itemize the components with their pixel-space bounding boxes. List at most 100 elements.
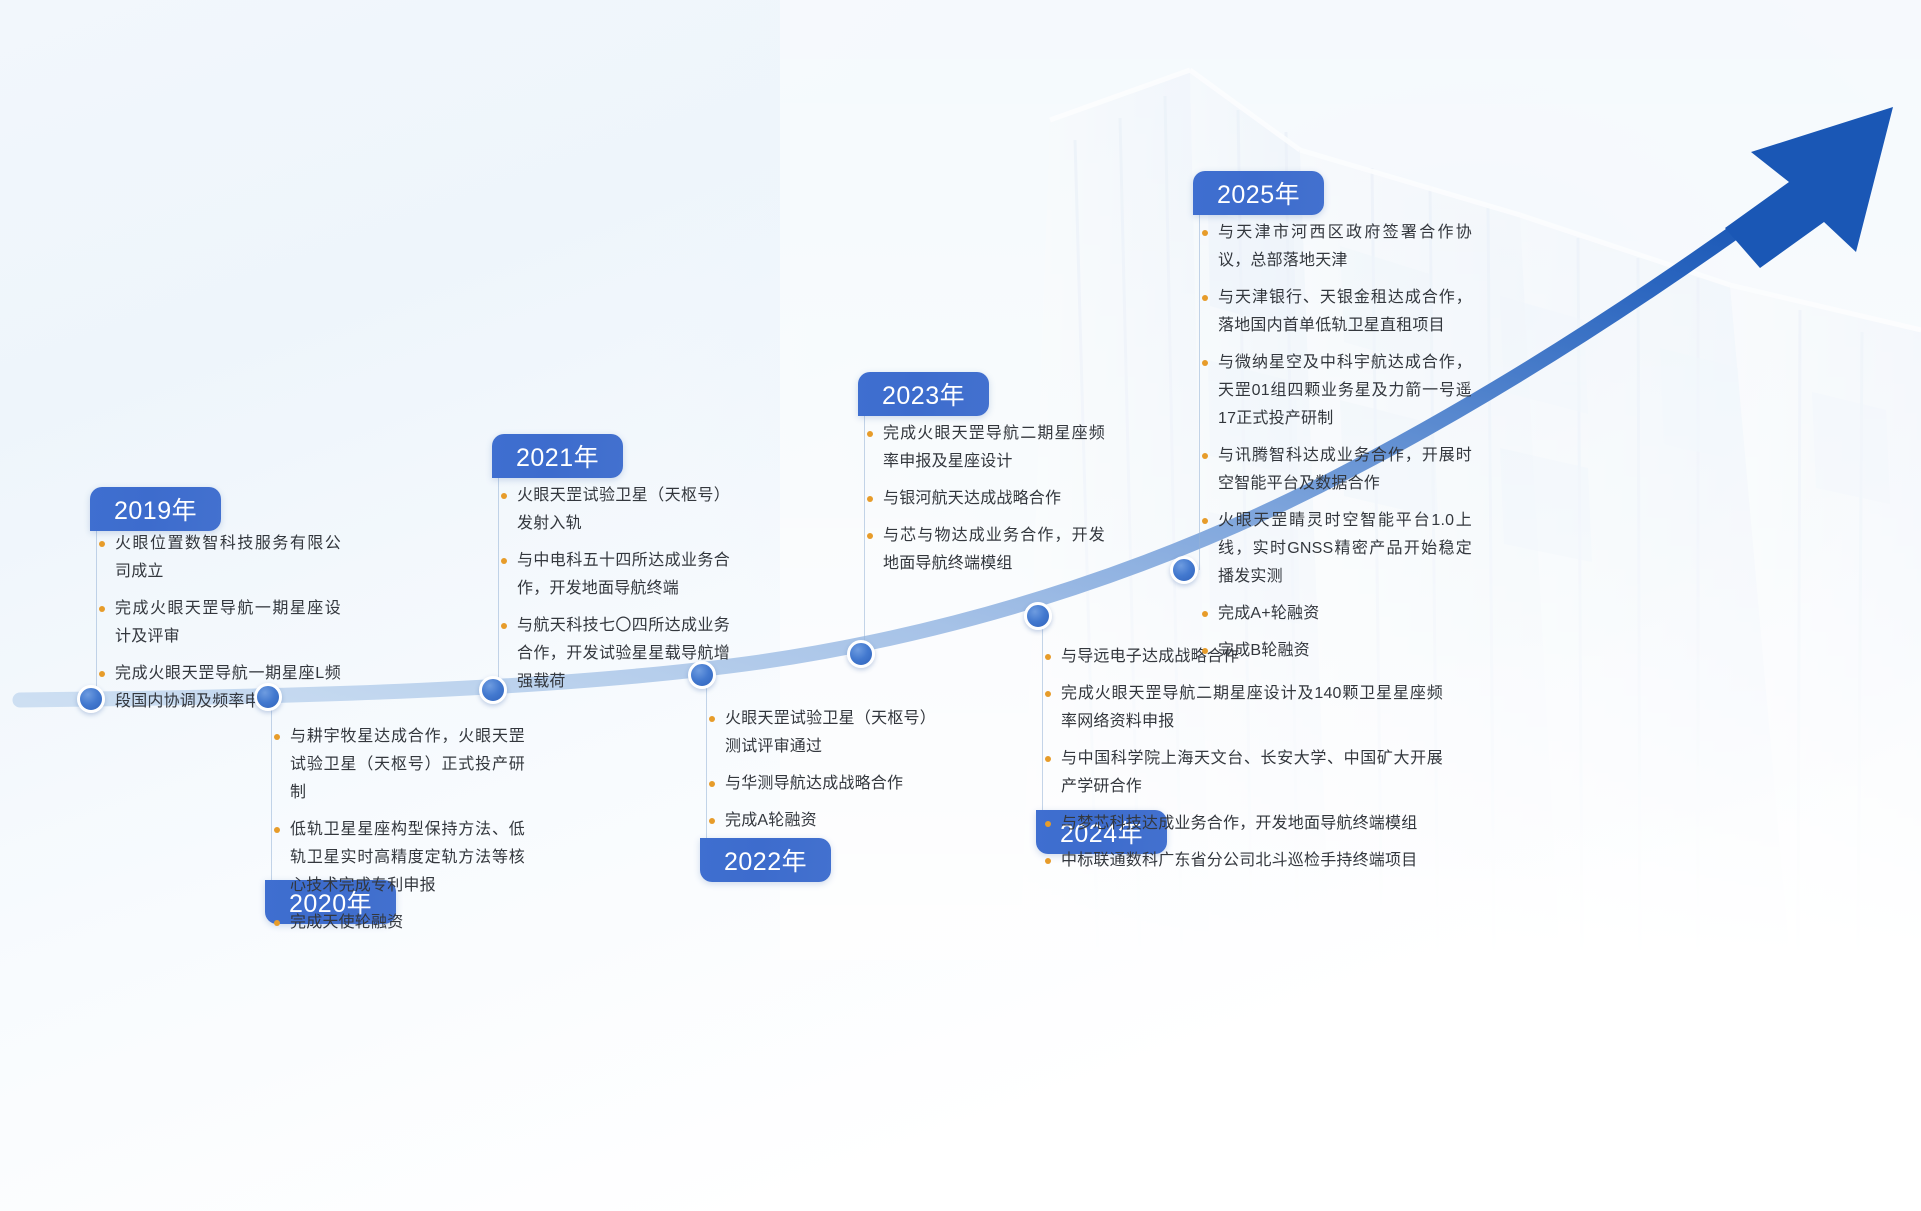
achievement-text: 与银河航天达成战略合作 [883,490,1062,507]
bullet-icon [501,493,507,499]
bullet-icon [709,716,715,722]
timeline-stem-2025 [1199,215,1200,570]
achievement-item: 中标联通数科广东省分公司北斗巡检手持终端项目 [1043,847,1443,875]
timeline-stem-2024 [1042,617,1043,810]
achievement-text: 完成火眼天罡导航二期星座设计及140颗卫星星座频率网络资料申报 [1061,685,1443,730]
achievement-text: 火眼天罡睛灵时空智能平台1.0上线，实时GNSS精密产品开始稳定播发实测 [1218,512,1472,585]
year-badge-2021[interactable]: 2021年 [492,434,624,478]
achievement-item: 火眼位置数智科技服务有限公司成立 [97,530,341,586]
achievement-text: 与耕宇牧星达成合作，火眼天罡试验卫星（天枢号）正式投产研制 [290,728,525,801]
achievement-item: 完成火眼天罡导航二期星座设计及140颗卫星星座频率网络资料申报 [1043,680,1443,736]
bullet-icon [274,827,280,833]
achievement-text: 低轨卫星星座构型保持方法、低轨卫星实时高精度定轨方法等核心技术完成专利申报 [290,821,525,894]
achievement-item: 完成A轮融资 [707,807,928,835]
bullet-icon [99,671,105,677]
achievement-item: 完成天使轮融资 [272,909,525,937]
achievement-item: 完成B轮融资 [1200,637,1472,665]
bullet-icon [99,606,105,612]
achievement-list-2022: 火眼天罡试验卫星（天枢号）测试评审通过与华测导航达成战略合作完成A轮融资 [707,705,928,835]
achievement-item: 与导远电子达成战略合作 [1043,643,1443,671]
timeline-stem-2020 [271,699,272,880]
year-badge-2024[interactable]: 2024年 [1036,810,1168,854]
bullet-icon [1045,756,1051,762]
achievement-text: 与讯腾智科达成业务合作，开展时空智能平台及数据合作 [1218,447,1472,492]
achievement-item: 低轨卫星星座构型保持方法、低轨卫星实时高精度定轨方法等核心技术完成专利申报 [272,816,525,900]
bullet-icon [709,781,715,787]
achievement-list-2023: 完成火眼天罡导航二期星座频率申报及星座设计与银河航天达成战略合作与芯与物达成业务… [865,420,1105,578]
achievement-item: 完成火眼天罡导航一期星座设计及评审 [97,595,341,651]
year-badge-2020[interactable]: 2020年 [265,880,397,924]
bullet-icon [1045,691,1051,697]
year-badge-2025[interactable]: 2025年 [1193,171,1325,215]
achievement-list-2019: 火眼位置数智科技服务有限公司成立完成火眼天罡导航一期星座设计及评审完成火眼天罡导… [97,530,341,716]
achievement-item: 与天津市河西区政府签署合作协议，总部落地天津 [1200,219,1472,275]
timeline-node-2019[interactable] [77,685,105,713]
achievement-list-2024: 与导远电子达成战略合作完成火眼天罡导航二期星座设计及140颗卫星星座频率网络资料… [1043,643,1443,875]
timeline-node-2021[interactable] [479,676,507,704]
bullet-icon [1202,360,1208,366]
timeline-stem-2022 [706,675,707,838]
bullet-icon [1202,295,1208,301]
achievement-item: 与中电科五十四所达成业务合作，开发地面导航终端 [499,547,730,603]
achievement-text: 火眼天罡试验卫星（天枢号）测试评审通过 [725,710,928,755]
year-badge-2023[interactable]: 2023年 [858,372,990,416]
bullet-icon [1202,230,1208,236]
achievement-text: 完成火眼天罡导航一期星座L频段国内协调及频率申报 [115,665,341,710]
achievement-text: 火眼天罡试验卫星（天枢号）发射入轨 [517,487,730,532]
bullet-icon [1045,821,1051,827]
bullet-icon [1202,453,1208,459]
year-badge-2019[interactable]: 2019年 [90,487,222,531]
achievement-item: 与华测导航达成战略合作 [707,770,928,798]
bullet-icon [501,623,507,629]
timeline-node-2025[interactable] [1170,556,1198,584]
achievement-text: 与中电科五十四所达成业务合作，开发地面导航终端 [517,552,730,597]
achievement-text: 与天津银行、天银金租达成合作，落地国内首单低轨卫星直租项目 [1218,289,1472,334]
bullet-icon [274,920,280,926]
achievement-item: 火眼天罡试验卫星（天枢号）发射入轨 [499,482,730,538]
timeline-stem-2019 [96,531,97,698]
timeline-stem-2021 [498,478,499,690]
achievement-text: 完成火眼天罡导航二期星座频率申报及星座设计 [883,425,1105,470]
bullet-icon [274,734,280,740]
achievement-text: 完成A轮融资 [725,812,817,829]
achievement-item: 与梦芯科技达成业务合作，开发地面导航终端模组 [1043,810,1443,838]
achievement-text: 火眼位置数智科技服务有限公司成立 [115,535,341,580]
timeline-node-2024[interactable] [1024,602,1052,630]
achievement-text: 中标联通数科广东省分公司北斗巡检手持终端项目 [1061,852,1418,869]
timeline-stem-2023 [864,416,865,654]
bullet-icon [867,533,873,539]
achievement-item: 与天津银行、天银金租达成合作，落地国内首单低轨卫星直租项目 [1200,284,1472,340]
achievement-item: 与中国科学院上海天文台、长安大学、中国矿大开展产学研合作 [1043,745,1443,801]
achievement-item: 与芯与物达成业务合作，开发地面导航终端模组 [865,522,1105,578]
achievement-list-2020: 与耕宇牧星达成合作，火眼天罡试验卫星（天枢号）正式投产研制低轨卫星星座构型保持方… [272,723,525,937]
achievement-text: 与华测导航达成战略合作 [725,775,904,792]
bullet-icon [709,818,715,824]
bullet-icon [1202,611,1208,617]
achievement-text: 与导远电子达成战略合作 [1061,648,1240,665]
bullet-icon [501,558,507,564]
bullet-icon [867,496,873,502]
achievement-text: 与微纳星空及中科宇航达成合作，天罡01组四颗业务星及力箭一号遥17正式投产研制 [1218,354,1472,427]
timeline-node-2022[interactable] [688,661,716,689]
achievement-text: 完成火眼天罡导航一期星座设计及评审 [115,600,341,645]
timeline-node-2020[interactable] [254,683,282,711]
year-badge-2022[interactable]: 2022年 [700,838,832,882]
achievement-item: 与银河航天达成战略合作 [865,485,1105,513]
achievement-item: 与微纳星空及中科宇航达成合作，天罡01组四颗业务星及力箭一号遥17正式投产研制 [1200,349,1472,433]
achievement-item: 完成火眼天罡导航一期星座L频段国内协调及频率申报 [97,660,341,716]
bullet-icon [867,431,873,437]
achievement-text: 与芯与物达成业务合作，开发地面导航终端模组 [883,527,1105,572]
achievement-item: 完成A+轮融资 [1200,600,1472,628]
achievement-item: 与航天科技七〇四所达成业务合作，开发试验星星载导航增强载荷 [499,612,730,696]
bullet-icon [1045,858,1051,864]
timeline-node-2023[interactable] [847,640,875,668]
achievement-item: 与耕宇牧星达成合作，火眼天罡试验卫星（天枢号）正式投产研制 [272,723,525,807]
bullet-icon [1202,648,1208,654]
achievement-item: 火眼天罡试验卫星（天枢号）测试评审通过 [707,705,928,761]
achievement-text: 与航天科技七〇四所达成业务合作，开发试验星星载导航增强载荷 [517,617,730,690]
achievement-list-2021: 火眼天罡试验卫星（天枢号）发射入轨与中电科五十四所达成业务合作，开发地面导航终端… [499,482,730,696]
achievement-item: 火眼天罡睛灵时空智能平台1.0上线，实时GNSS精密产品开始稳定播发实测 [1200,507,1472,591]
achievement-text: 与天津市河西区政府签署合作协议，总部落地天津 [1218,224,1472,269]
achievement-text: 与中国科学院上海天文台、长安大学、中国矿大开展产学研合作 [1061,750,1443,795]
